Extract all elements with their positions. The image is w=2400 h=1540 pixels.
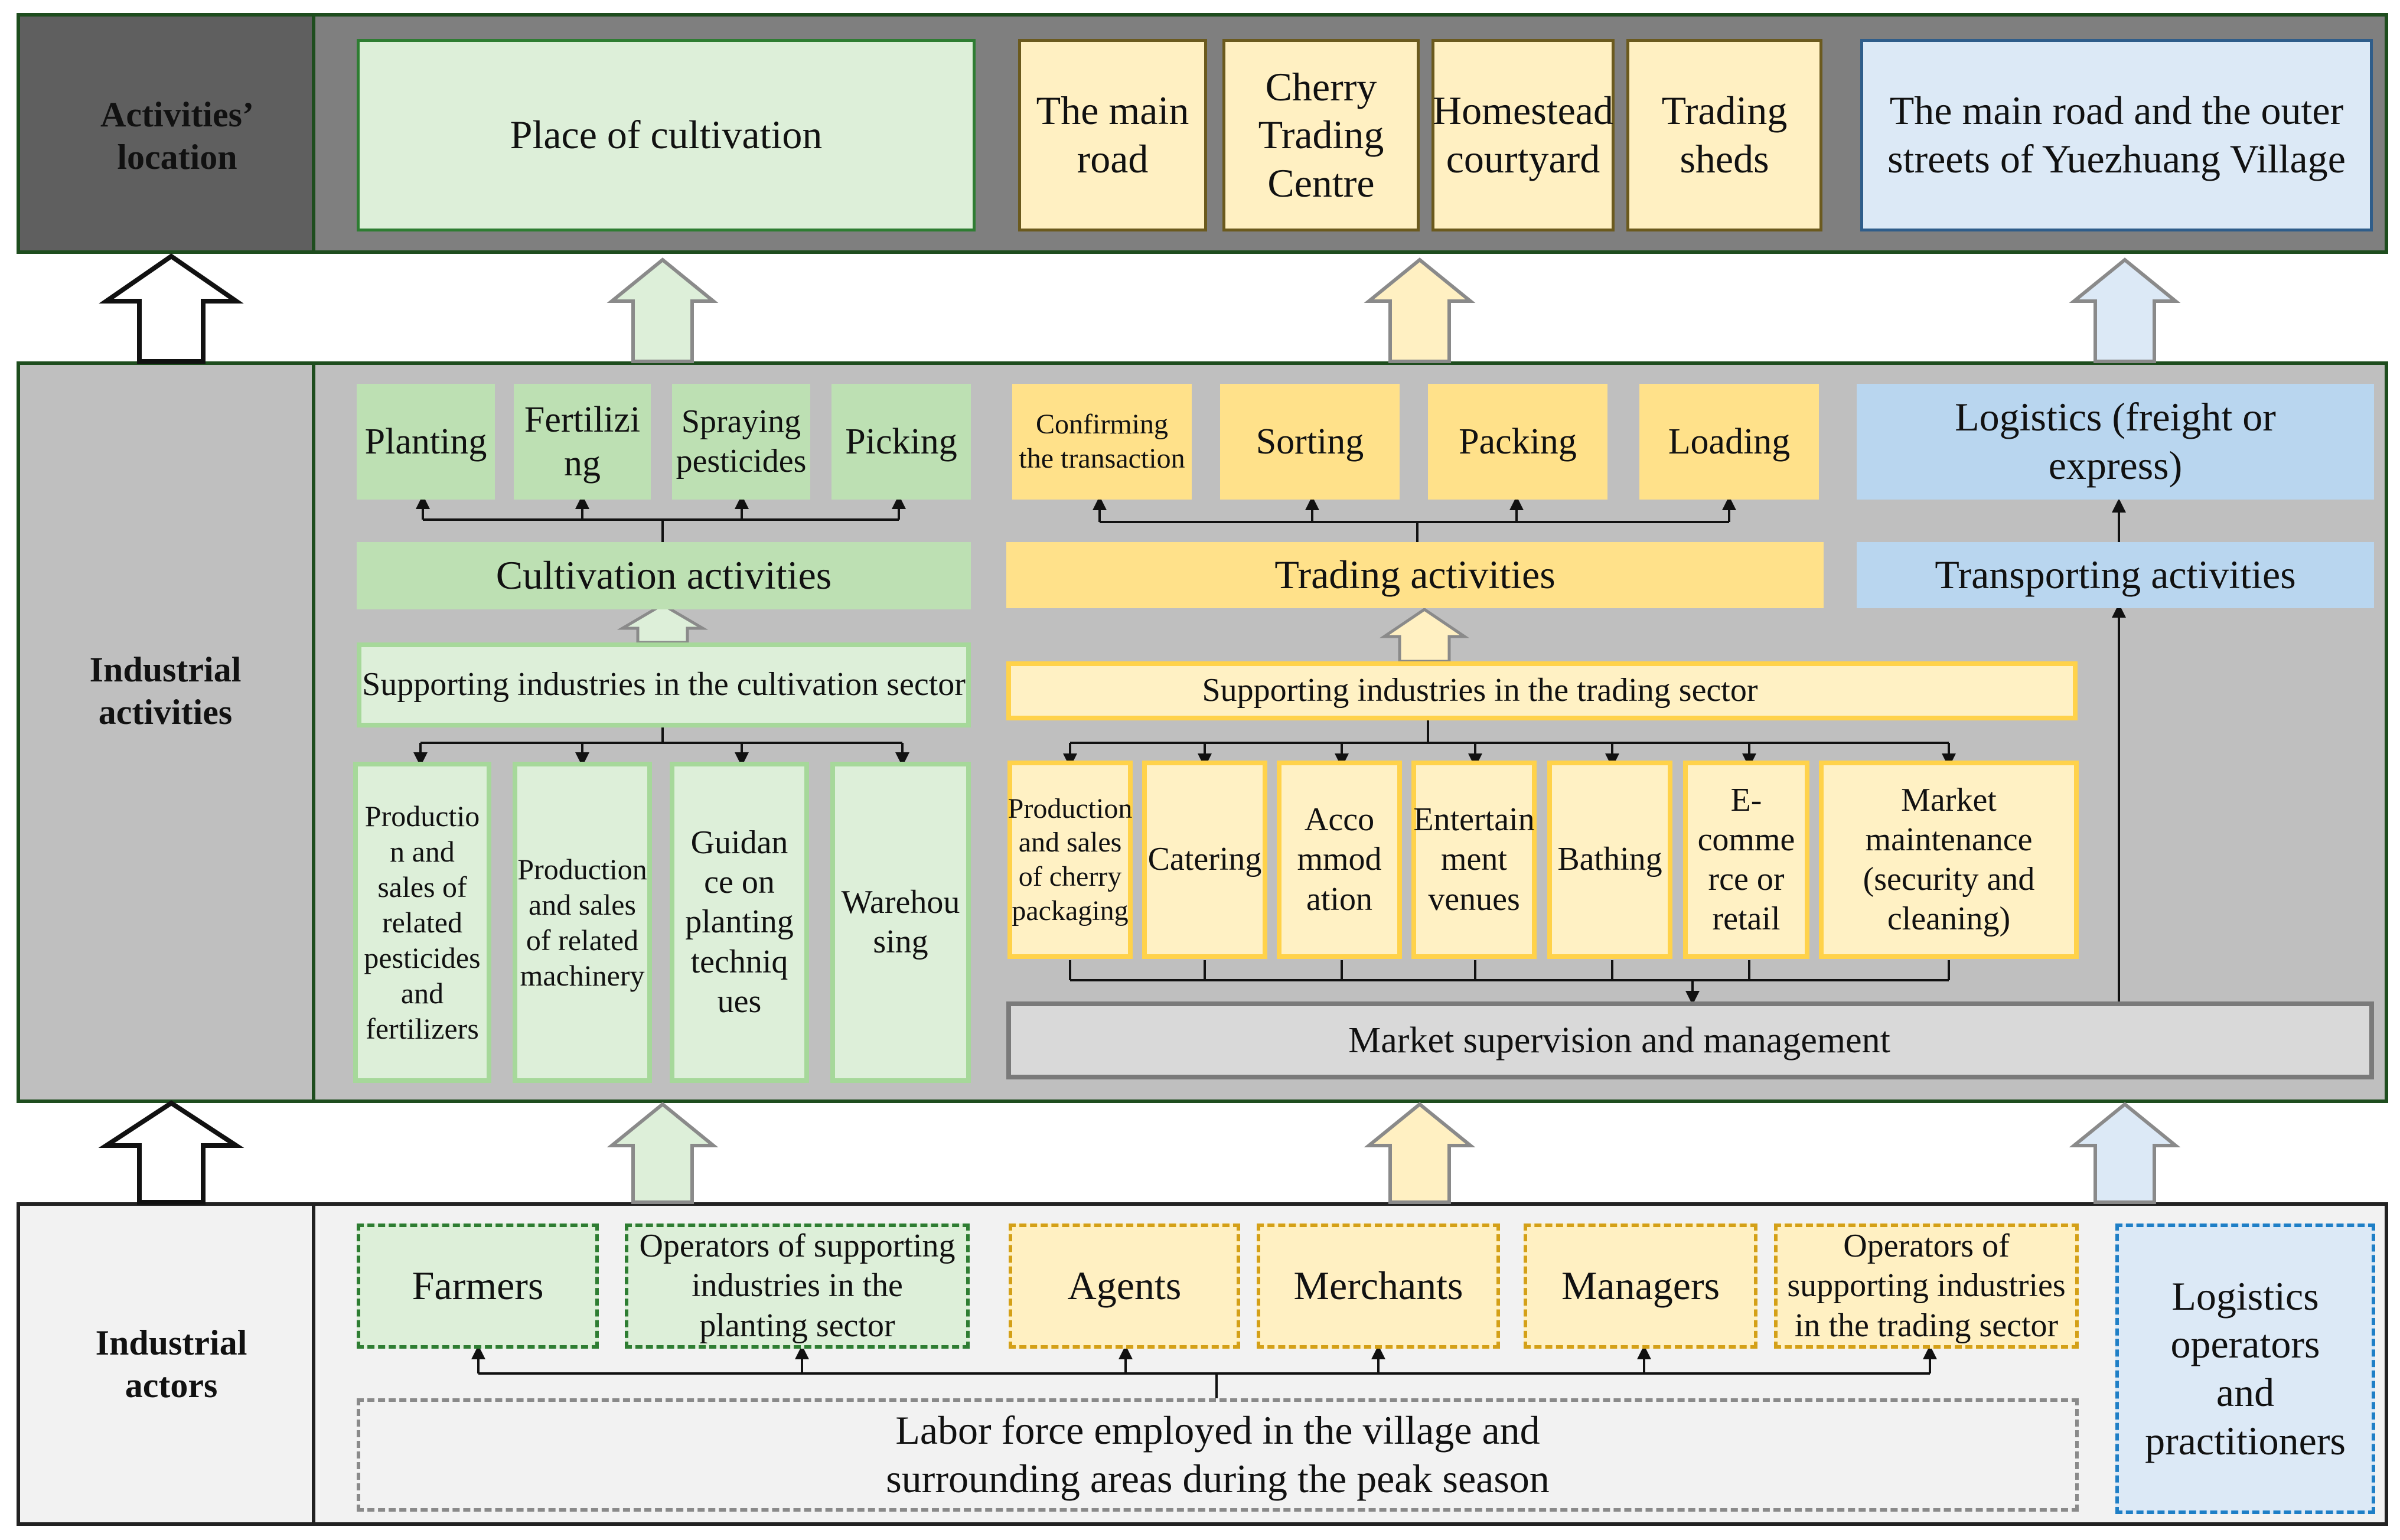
cultivation-industry-machinery: Production and sales of related machiner… xyxy=(513,762,652,1083)
cultivation-industry-guidance: Guidan ce on planting techniq ues xyxy=(670,762,809,1083)
trading-industry-packaging: Production and sales of cherry packaging xyxy=(1007,761,1133,959)
cultivation-industry-warehousing: Warehou sing xyxy=(830,762,971,1083)
location-homestead-courtyard: Homestead courtyard xyxy=(1431,39,1615,231)
actor-logistics: Logistics operators and practitioners xyxy=(2115,1223,2375,1514)
yellow-up-arrow-top xyxy=(1364,257,1476,363)
cultivation-supporting-industries: Supporting industries in the cultivation… xyxy=(357,642,971,727)
activities-label-cell xyxy=(17,361,315,1103)
trading-industry-market-maintenance: Market maintenance (security and cleanin… xyxy=(1819,761,2079,959)
trading-step-connector xyxy=(1093,496,1736,542)
hollow-up-arrow-left-bottom xyxy=(98,1100,244,1205)
actor-planting-operators: Operators of supporting industries in th… xyxy=(625,1223,970,1349)
green-up-arrow-bottom xyxy=(606,1102,719,1204)
row-label-activities: Industrial activities xyxy=(89,650,242,732)
cultivation-industry-pesticides: Productio n and sales of related pestici… xyxy=(353,762,491,1083)
blue-up-arrow-top xyxy=(2069,257,2181,363)
location-cultivation: Place of cultivation xyxy=(357,39,976,231)
actor-farmers: Farmers xyxy=(357,1223,599,1349)
transport-activities: Transporting activities xyxy=(1857,542,2374,608)
blue-up-arrow-bottom xyxy=(2069,1102,2181,1204)
cultivation-step-spraying: Spraying pesticides xyxy=(672,384,810,500)
location-main-road: The main road xyxy=(1018,39,1207,231)
trading-industry-bathing: Bathing xyxy=(1547,761,1672,959)
actor-agents: Agents xyxy=(1009,1223,1240,1349)
trading-industry-entertainment: Entertain ment venues xyxy=(1411,761,1537,959)
trading-step-packing: Packing xyxy=(1428,384,1607,500)
cultivation-step-planting: Planting xyxy=(357,384,495,500)
labor-force-connector xyxy=(471,1345,1937,1398)
market-supervision: Market supervision and management xyxy=(1006,1001,2374,1079)
location-trading-sheds: Trading sheds xyxy=(1626,39,1822,231)
location-outer-streets: The main road and the outer streets of Y… xyxy=(1860,39,2373,231)
cultivation-step-picking: Picking xyxy=(831,384,971,500)
location-cherry-trading-centre: Cherry Trading Centre xyxy=(1222,39,1420,231)
trading-step-loading: Loading xyxy=(1639,384,1819,500)
trading-step-confirming: Confirming the transaction xyxy=(1012,384,1192,500)
location-label-cell xyxy=(17,13,315,254)
trading-industry-ecommerce: E-comme rce or retail xyxy=(1683,761,1809,959)
green-up-arrow-top xyxy=(606,257,719,363)
green-up-arrow-mid xyxy=(617,603,709,644)
trading-industry-catering: Catering xyxy=(1142,761,1267,959)
row-label-actors: Industrial actors xyxy=(95,1323,247,1405)
trading-industry-accommodation: Acco mmod ation xyxy=(1277,761,1402,959)
yellow-up-arrow-mid xyxy=(1379,607,1470,663)
trading-activities: Trading activities xyxy=(1006,542,1824,608)
transport-logistics: Logistics (freight or express) xyxy=(1857,384,2374,500)
trading-supporting-industries: Supporting industries in the trading sec… xyxy=(1006,661,2078,720)
trading-support-connector xyxy=(1063,719,1956,768)
trading-step-sorting: Sorting xyxy=(1220,384,1400,500)
cultivation-step-connector xyxy=(416,495,906,542)
actor-trading-operators: Operators of supporting industries in th… xyxy=(1774,1223,2079,1349)
yellow-up-arrow-bottom xyxy=(1364,1102,1476,1204)
supervision-connector xyxy=(1069,960,1950,1005)
row-label-location: Activities’ location xyxy=(100,95,254,177)
cultivation-step-fertilizing: Fertilizi ng xyxy=(514,384,651,500)
actor-managers: Managers xyxy=(1524,1223,1757,1349)
hollow-up-arrow-left-top xyxy=(99,253,244,364)
cultivation-support-connector xyxy=(413,727,909,766)
actor-merchants: Merchants xyxy=(1257,1223,1500,1349)
actor-labor-force: Labor force employed in the village and … xyxy=(357,1398,2079,1512)
cultivation-activities: Cultivation activities xyxy=(357,542,971,609)
